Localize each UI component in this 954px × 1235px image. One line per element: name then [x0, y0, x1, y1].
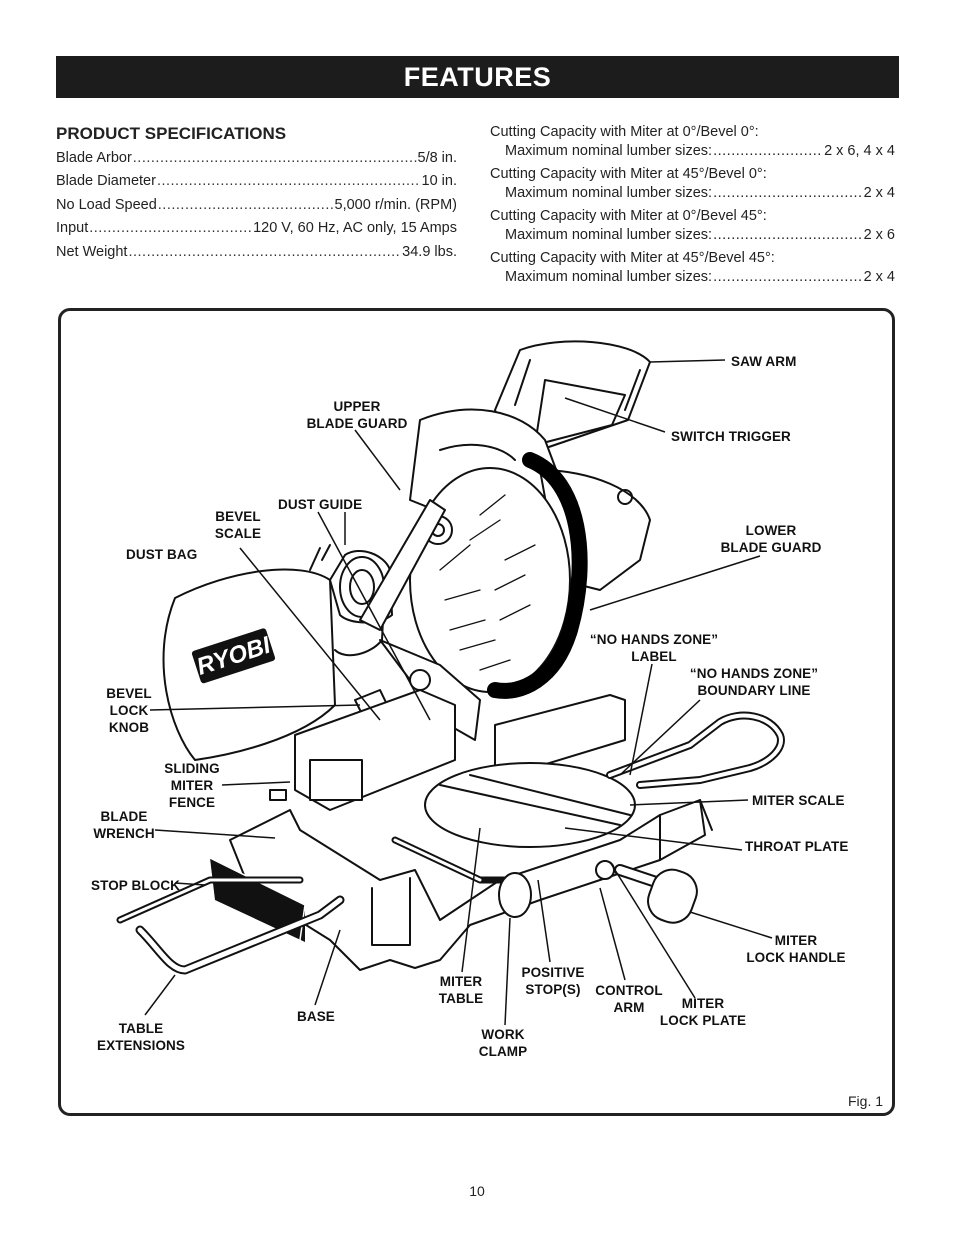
specs-title: PRODUCT SPECIFICATIONS	[56, 124, 287, 143]
spec-row: Net Weight 34.9 lbs.	[56, 244, 457, 264]
spec-row: Blade Arbor 5/8 in.	[56, 150, 457, 170]
capacity-label: Maximum nominal lumber sizes:	[505, 185, 713, 201]
page-title: FEATURES	[56, 56, 899, 98]
figure-frame	[58, 308, 895, 1116]
capacity-heading: Cutting Capacity with Miter at 0°/Bevel …	[490, 124, 759, 140]
capacity-row: Maximum nominal lumber sizes: 2 x 6, 4 x …	[505, 143, 895, 163]
callout-switch-trigger: SWITCH TRIGGER	[671, 429, 791, 444]
capacity-row: Maximum nominal lumber sizes: 2 x 4	[505, 185, 895, 205]
spec-row: Blade Diameter 10 in.	[56, 173, 457, 193]
callout-no-hands-zone-label: “NO HANDS ZONE” LABEL	[589, 632, 719, 664]
callout-bevel-scale: BEVEL SCALE	[214, 509, 262, 541]
spec-label: Input	[56, 220, 89, 236]
spec-label: No Load Speed	[56, 197, 157, 213]
callout-dust-bag: DUST BAG	[126, 547, 198, 562]
spec-value: 34.9 lbs.	[402, 244, 457, 260]
callout-upper-blade-guard: UPPER BLADE GUARD	[306, 399, 408, 431]
callout-miter-lock-plate: MITER LOCK PLATE	[659, 996, 747, 1028]
capacity-value: 2 x 6, 4 x 4	[824, 143, 895, 159]
callout-base: BASE	[297, 1009, 335, 1024]
spec-label: Net Weight	[56, 244, 128, 260]
capacity-heading: Cutting Capacity with Miter at 45°/Bevel…	[490, 250, 775, 266]
callout-control-arm: CONTROL ARM	[595, 983, 663, 1015]
callout-no-hands-zone-boundary: “NO HANDS ZONE” BOUNDARY LINE	[689, 666, 819, 698]
callout-saw-arm: SAW ARM	[731, 354, 797, 369]
callout-miter-table: MITER TABLE	[438, 974, 484, 1006]
spec-row: Input 120 V, 60 Hz, AC only, 15 Amps	[56, 220, 457, 240]
callout-throat-plate: THROAT PLATE	[745, 839, 849, 854]
callout-dust-guide: DUST GUIDE	[278, 497, 363, 512]
callout-stop-block: STOP BLOCK	[91, 878, 181, 893]
capacity-value: 2 x 6	[863, 227, 895, 243]
capacity-heading: Cutting Capacity with Miter at 0°/Bevel …	[490, 208, 767, 224]
capacity-label: Maximum nominal lumber sizes:	[505, 269, 713, 285]
callout-miter-scale: MITER SCALE	[752, 793, 845, 808]
page-number: 10	[469, 1183, 485, 1199]
callout-sliding-miter-fence: SLIDING MITER FENCE	[164, 761, 220, 810]
figure-label: Fig. 1	[848, 1093, 884, 1109]
spec-label: Blade Diameter	[56, 173, 156, 189]
callout-table-extensions: TABLE EXTENSIONS	[96, 1021, 186, 1053]
capacity-heading: Cutting Capacity with Miter at 45°/Bevel…	[490, 166, 767, 182]
spec-value: 5/8 in.	[417, 150, 458, 166]
capacity-row: Maximum nominal lumber sizes: 2 x 6	[505, 227, 895, 247]
capacity-value: 2 x 4	[863, 185, 895, 201]
spec-label: Blade Arbor	[56, 150, 132, 166]
callout-miter-lock-handle: MITER LOCK HANDLE	[746, 933, 846, 965]
spec-value: 120 V, 60 Hz, AC only, 15 Amps	[253, 220, 457, 236]
callout-work-clamp: WORK CLAMP	[478, 1027, 528, 1059]
callout-lower-blade-guard: LOWER BLADE GUARD	[720, 523, 822, 555]
capacity-value: 2 x 4	[863, 269, 895, 285]
callout-bevel-lock-knob: BEVEL LOCK KNOB	[106, 686, 152, 735]
capacity-row: Maximum nominal lumber sizes: 2 x 4	[505, 269, 895, 289]
capacity-label: Maximum nominal lumber sizes:	[505, 143, 713, 159]
capacity-label: Maximum nominal lumber sizes:	[505, 227, 713, 243]
spec-row: No Load Speed 5,000 r/min. (RPM)	[56, 197, 457, 217]
spec-value: 5,000 r/min. (RPM)	[334, 197, 457, 213]
base-shape	[229, 799, 706, 971]
callout-blade-wrench: BLADE WRENCH	[93, 809, 155, 841]
spec-value: 10 in.	[421, 173, 457, 189]
callout-positive-stops: POSITIVE STOP(S)	[521, 965, 585, 997]
